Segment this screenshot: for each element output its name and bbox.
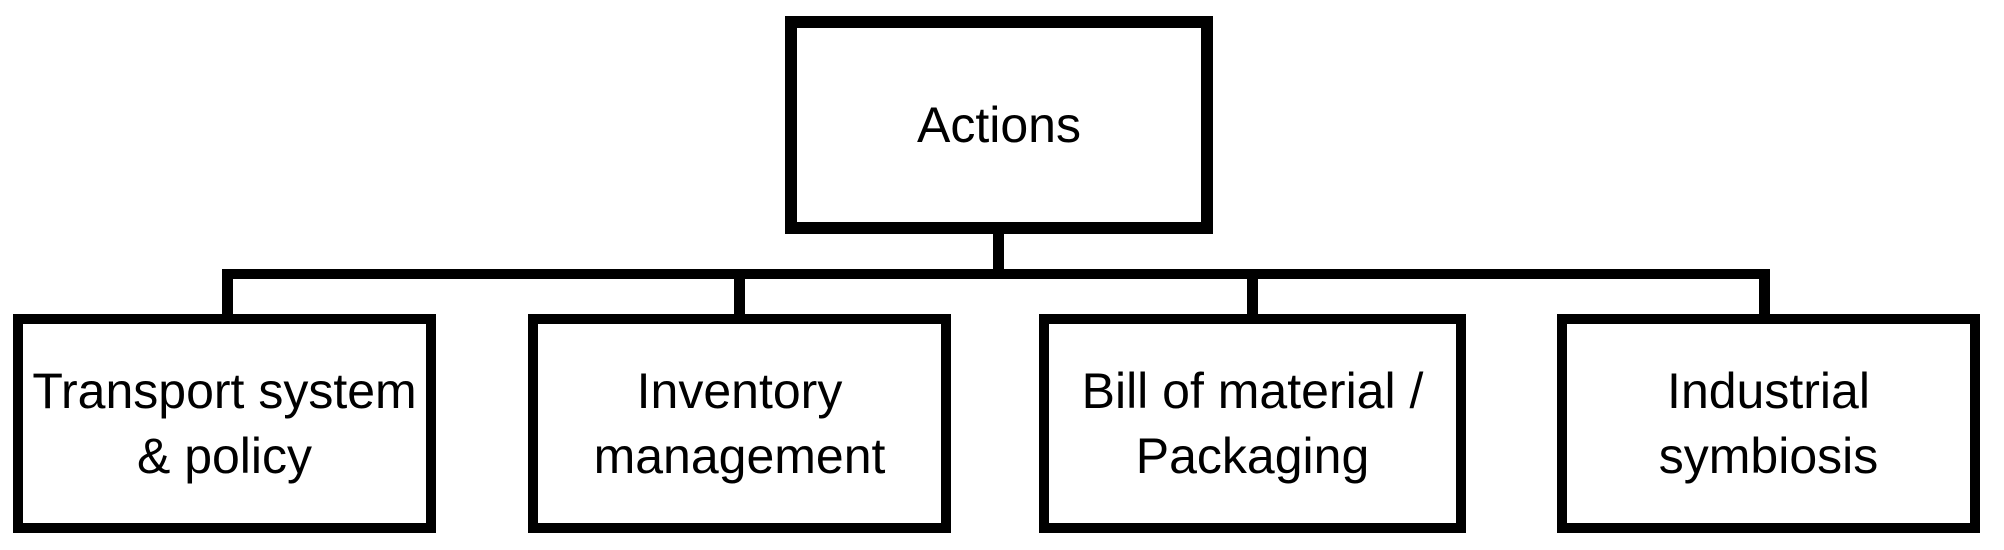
connector-stub-industrial-symbiosis: [1759, 274, 1770, 320]
node-actions: Actions: [785, 16, 1213, 234]
connector-horizontal-bus: [222, 269, 1770, 279]
node-bill-of-material-packaging: Bill of material / Packaging: [1039, 314, 1466, 533]
node-actions-label: Actions: [917, 96, 1081, 153]
connector-stub-transport: [222, 274, 233, 320]
connector-root-stub: [993, 228, 1004, 274]
connector-stub-bill-of-material: [1247, 274, 1258, 320]
node-inventory-management: Inventory management: [528, 314, 951, 533]
node-industrial-symbiosis: Industrial symbiosis: [1557, 314, 1980, 533]
connector-stub-inventory: [734, 274, 745, 320]
node-industrial-symbiosis-label: Industrial symbiosis: [1658, 362, 1879, 484]
node-transport-system-policy: Transport system & policy: [13, 314, 436, 533]
node-inventory-management-label: Inventory management: [593, 362, 886, 484]
node-transport-system-policy-label: Transport system & policy: [32, 362, 417, 484]
node-bill-of-material-packaging-label: Bill of material / Packaging: [1081, 362, 1424, 484]
